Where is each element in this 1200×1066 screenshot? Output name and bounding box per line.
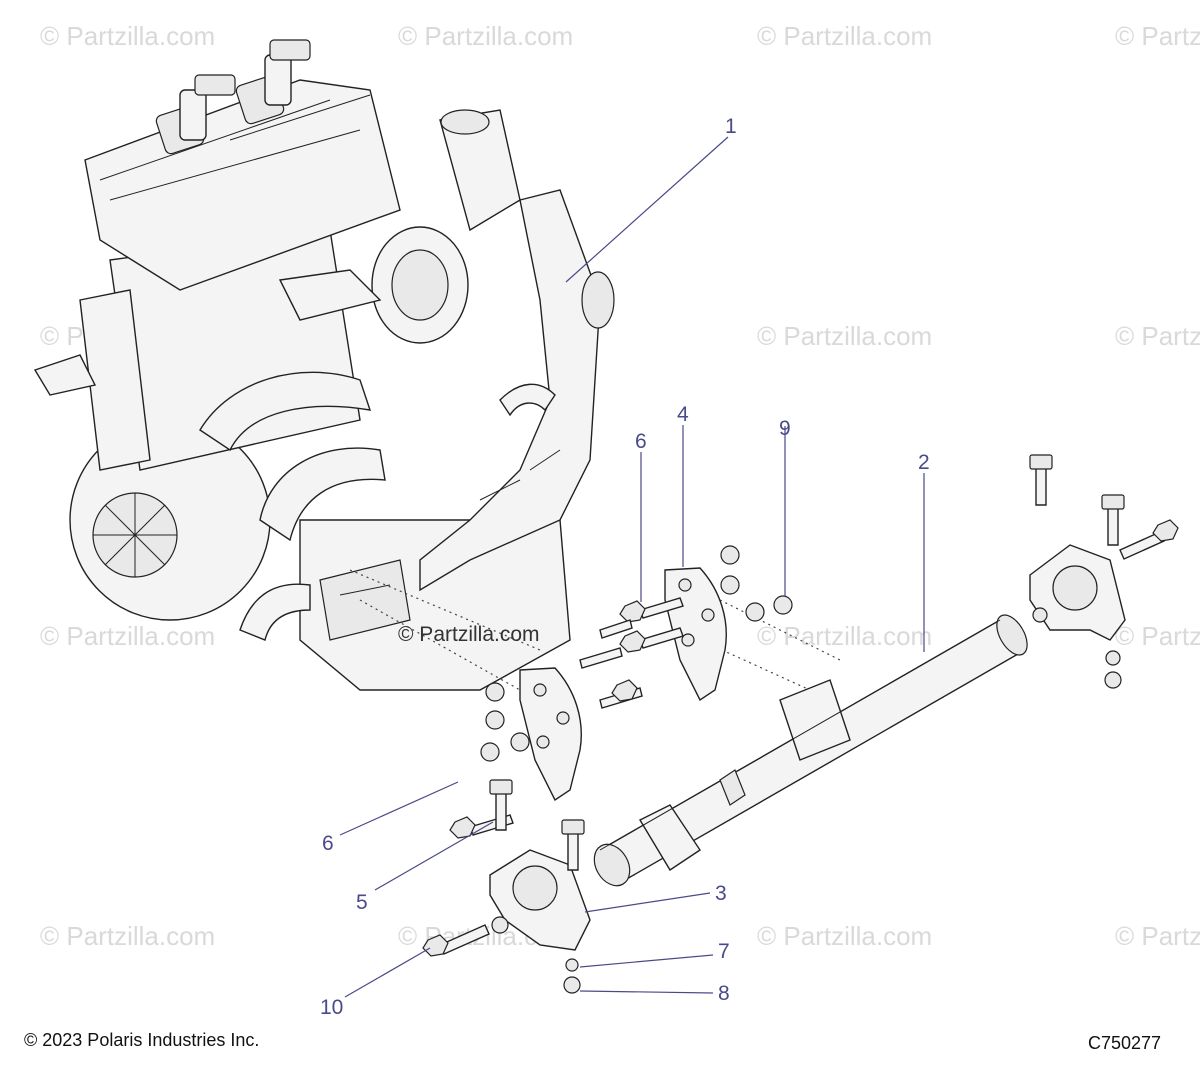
pillow-block-right [1029, 454, 1179, 689]
callout-8: 8 [718, 982, 730, 1005]
callout-10: 10 [320, 996, 343, 1019]
watermark: © Partzilla.com [398, 21, 573, 51]
pillow-block-left [489, 819, 591, 994]
mount-plate-front [519, 667, 582, 802]
callout-2: 2 [918, 451, 930, 474]
leader-lines [339, 136, 925, 998]
engine-assembly [33, 39, 615, 691]
watermark: © Partzilla.com [757, 321, 932, 351]
assembly-guide-lines [349, 569, 841, 691]
watermark: © Partzilla.com [757, 21, 932, 51]
watermark: © Partzilla.com [757, 621, 932, 651]
callout-6-lower: 6 [322, 832, 334, 855]
callout-labels: 1 2 3 4 5 6 6 7 8 9 10 [320, 115, 930, 1019]
watermark: © Partzilla.com [1115, 921, 1200, 951]
watermark: © Partzilla.com [1115, 21, 1200, 51]
callout-4: 4 [677, 403, 689, 426]
watermark: © Partzilla.com [40, 21, 215, 51]
callout-5: 5 [356, 891, 368, 914]
watermark: © Partzilla.com [1115, 621, 1200, 651]
callout-6-upper: 6 [635, 430, 647, 453]
watermark: © Partzilla.com [40, 621, 215, 651]
callout-9: 9 [779, 417, 791, 440]
callout-1: 1 [725, 115, 737, 138]
callout-7: 7 [718, 940, 730, 963]
center-watermark: © Partzilla.com [398, 623, 540, 646]
watermark: © Partzilla.com [757, 921, 932, 951]
watermark: © Partzilla.com [1115, 321, 1200, 351]
loose-bolts [422, 779, 514, 957]
plate-fasteners [480, 545, 793, 762]
copyright-text: © 2023 Polaris Industries Inc. [24, 1030, 260, 1050]
engine-mount-tube [593, 614, 1028, 887]
diagram-code: C750277 [1088, 1033, 1162, 1053]
callout-3: 3 [715, 882, 727, 905]
watermark: © Partzilla.com [40, 921, 215, 951]
